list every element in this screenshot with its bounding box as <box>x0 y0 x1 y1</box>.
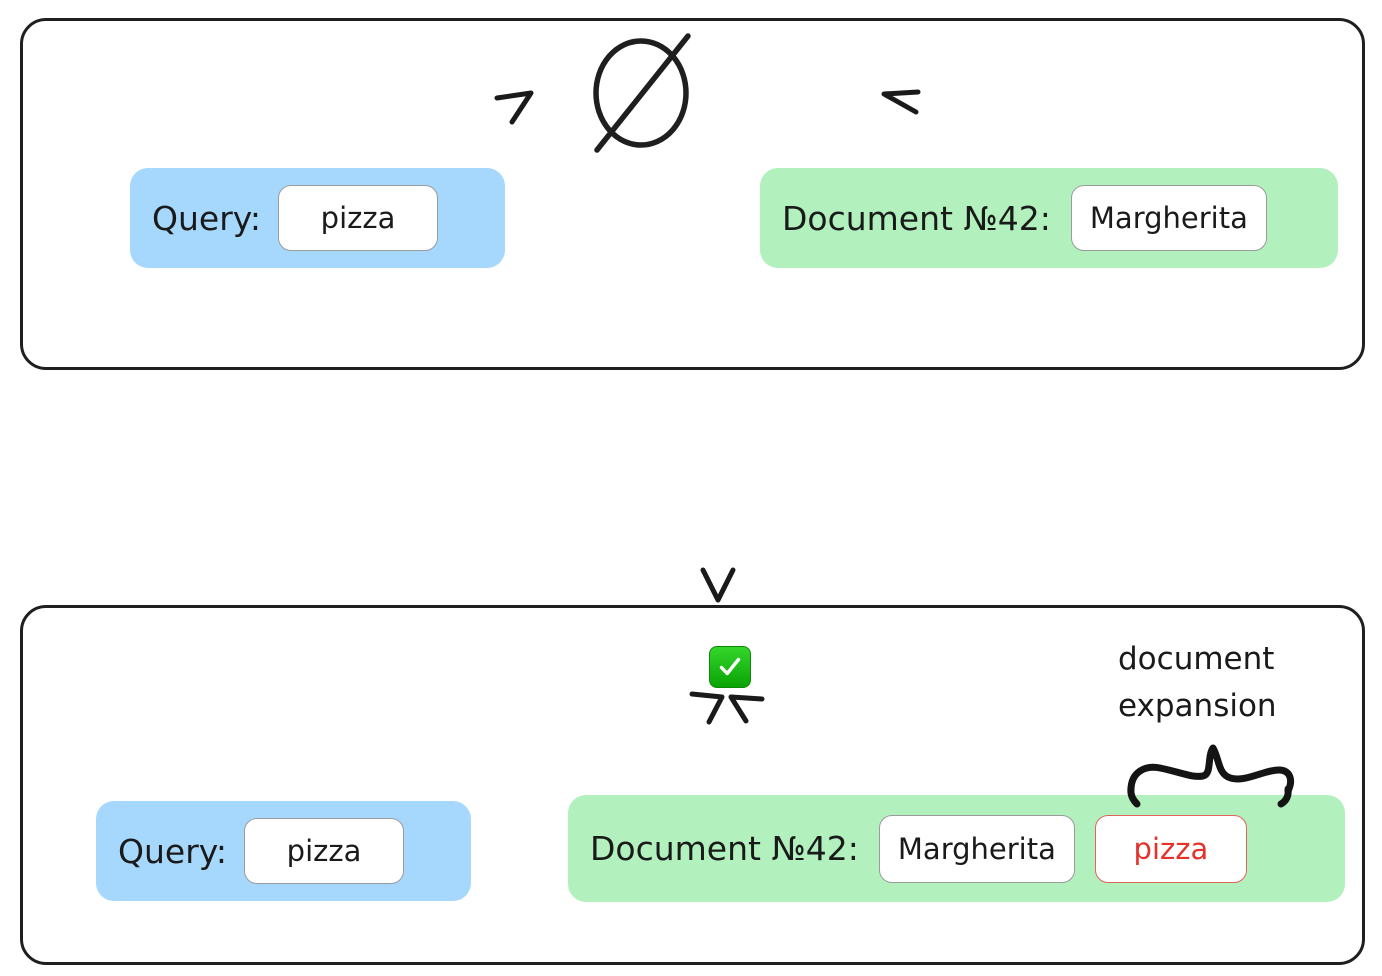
query-label: Query: <box>118 831 228 871</box>
check-mark-icon <box>709 646 751 688</box>
document-expansion-term-pill: pizza <box>1094 814 1247 883</box>
document-term-pill: Margherita <box>878 814 1075 883</box>
annotation-line-1: document <box>1118 641 1275 677</box>
query-label: Query: <box>152 198 262 238</box>
query-term-pill: pizza <box>278 185 439 251</box>
annotation-line-2: expansion <box>1118 687 1277 724</box>
query-box-before: Query: pizza <box>130 168 505 268</box>
document-box-before: Document №42: Margherita <box>760 168 1338 268</box>
document-expansion-annotation: document expansion <box>1118 636 1358 729</box>
document-box-after: Document №42: Margherita pizza <box>568 795 1345 902</box>
document-label: Document №42: <box>590 829 859 868</box>
arrow-panel-flow <box>700 567 736 603</box>
query-term-pill: pizza <box>244 818 405 884</box>
document-label: Document №42: <box>782 198 1051 238</box>
document-term-pill: Margherita <box>1070 185 1267 251</box>
query-box-after: Query: pizza <box>96 801 471 901</box>
